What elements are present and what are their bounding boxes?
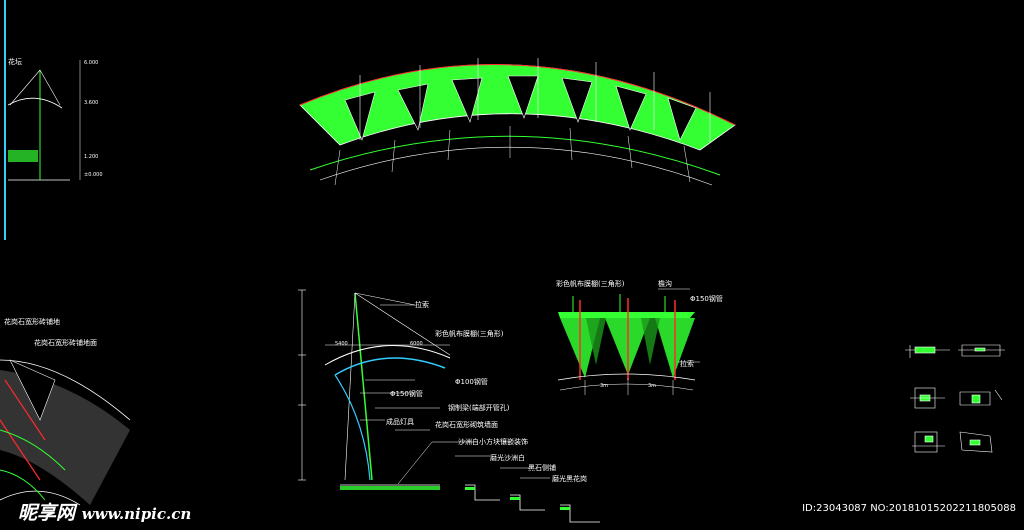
svg-text:3m: 3m bbox=[600, 383, 608, 389]
detail-c bbox=[910, 387, 945, 409]
arch-beam bbox=[334, 357, 446, 376]
detail-b bbox=[958, 344, 1005, 357]
svg-text:1.200: 1.200 bbox=[84, 154, 98, 160]
watermark-brand: 昵享网 www.nipic.cn bbox=[18, 502, 192, 524]
inner-arc bbox=[309, 135, 721, 176]
main-mast bbox=[354, 292, 373, 481]
detail-a bbox=[905, 345, 950, 358]
label-step1: 磨光沙洲白 bbox=[490, 453, 525, 462]
label-cable: 拉索 bbox=[415, 300, 429, 309]
small-details bbox=[905, 344, 1005, 453]
svg-text:±0.000: ±0.000 bbox=[84, 172, 103, 178]
label-pipe-150: Φ150钢管 bbox=[390, 389, 423, 398]
label-step3: 磨光黑花岗 bbox=[552, 474, 587, 483]
left-plan bbox=[0, 359, 131, 506]
masts bbox=[359, 58, 711, 142]
detail-label-cable: 拉索 bbox=[680, 359, 694, 368]
detail-label-membrane: 彩色帆布膜棚(三角形) bbox=[556, 279, 625, 288]
label-truss: 钢制梁(端部开管孔) bbox=[448, 403, 510, 412]
label-membrane: 彩色帆布膜棚(三角形) bbox=[435, 329, 504, 338]
left-plan-label-b: 花岗石宽形砖铺地面 bbox=[34, 338, 97, 347]
svg-text:3m: 3m bbox=[648, 383, 656, 389]
plan-canopy bbox=[299, 58, 736, 186]
detail-elevation: 3m 3m bbox=[557, 288, 700, 395]
label-paving: 沙洲白小方块镶嵌装饰 bbox=[458, 437, 528, 446]
label-wall: 花岗石宽形砌筑墙面 bbox=[435, 420, 498, 429]
svg-text:6.000: 6.000 bbox=[84, 60, 98, 66]
detail-label-pipe: Φ150钢管 bbox=[690, 294, 723, 303]
label-anchor: 成品灯具 bbox=[386, 417, 414, 426]
detail-f bbox=[959, 431, 993, 453]
dim-arc bbox=[319, 146, 713, 186]
label-step2: 黑石侧铺 bbox=[528, 463, 556, 472]
outer-edge bbox=[299, 64, 736, 126]
detail-d bbox=[959, 389, 1003, 406]
svg-text:3.600: 3.600 bbox=[84, 100, 98, 106]
radial-dims bbox=[334, 126, 691, 186]
label-pipe-100: Φ100钢管 bbox=[455, 377, 488, 386]
image-id-text: ID:23043087 NO:20181015202211805088 bbox=[802, 503, 1016, 514]
left-elevation: 6.000 3.600 1.200 ±0.000 bbox=[7, 60, 103, 181]
left-top-label: 花坛 bbox=[8, 57, 22, 66]
detail-e bbox=[912, 431, 945, 453]
cable-line bbox=[354, 292, 451, 356]
svg-text:6000: 6000 bbox=[410, 341, 423, 347]
svg-text:5400: 5400 bbox=[335, 341, 348, 347]
center-elevation: 5400 6000 bbox=[298, 289, 600, 523]
left-plan-label-a: 花岗石宽形砖铺地 bbox=[4, 317, 60, 326]
detail-label-gutter: 檐沟 bbox=[658, 279, 672, 288]
